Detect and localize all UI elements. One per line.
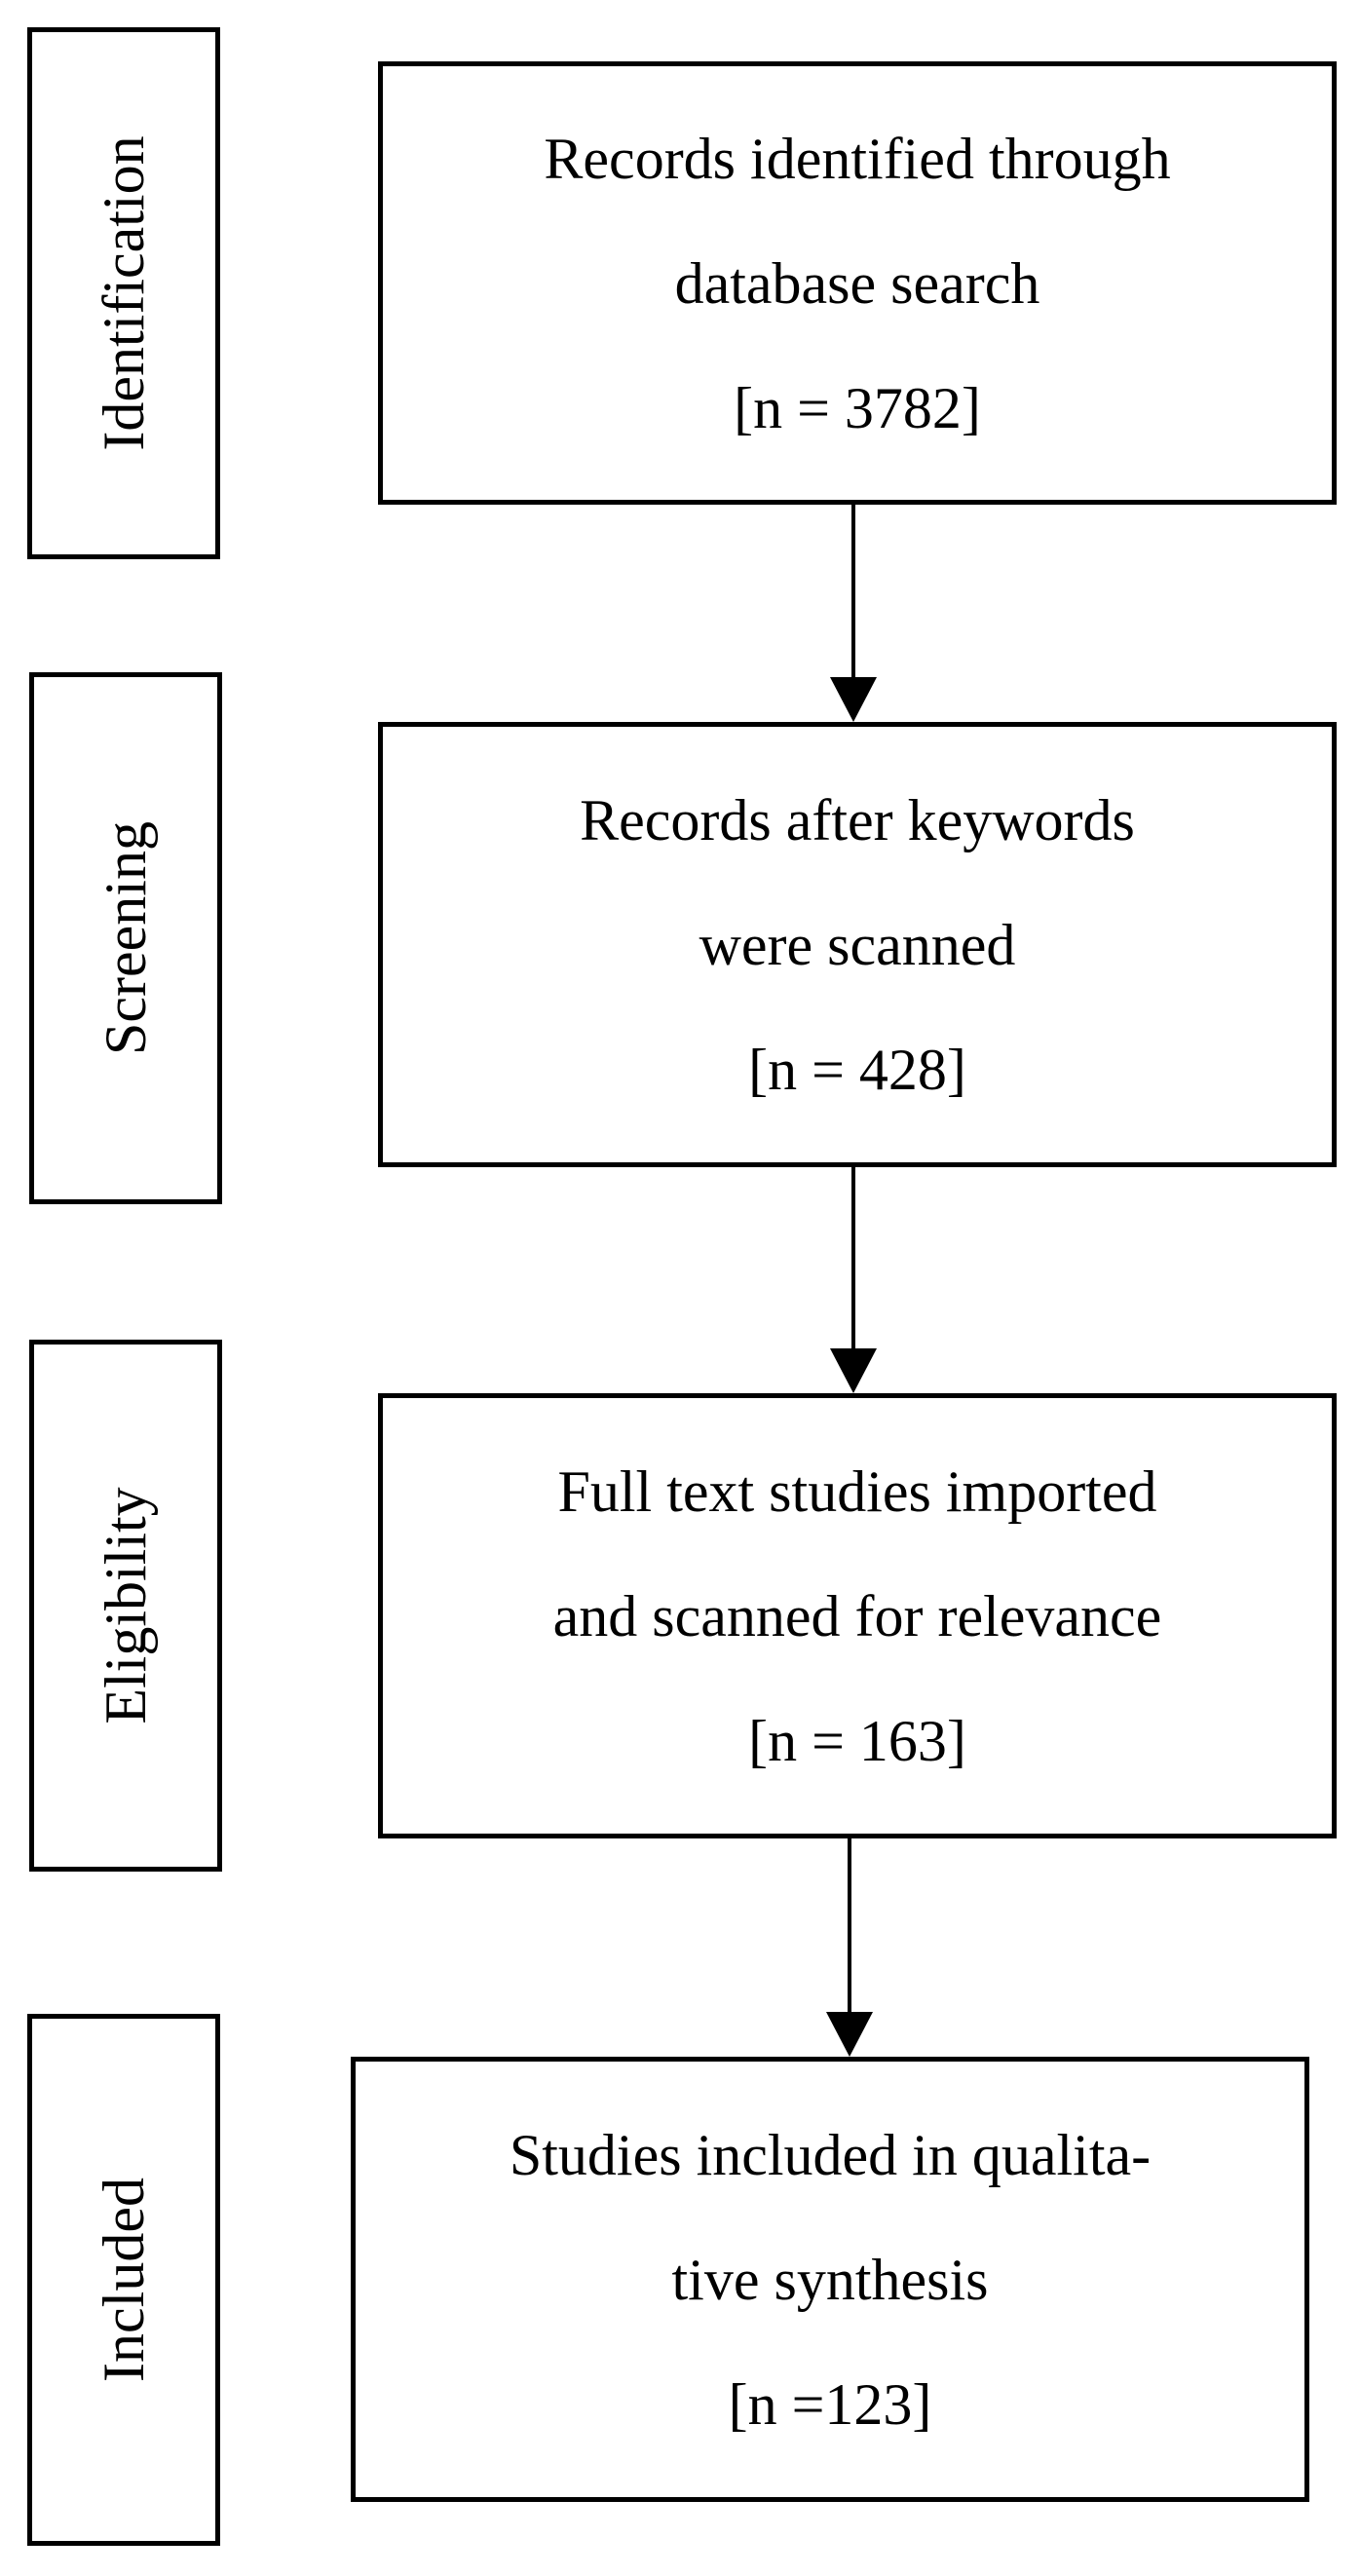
arrowhead-3 xyxy=(826,2012,873,2057)
box-studies-included-line-1: Studies included in qualita- xyxy=(509,2122,1152,2187)
box-records-identified-line-2: database search xyxy=(674,250,1040,316)
box-records-screened-count: [n = 428] xyxy=(748,1037,966,1102)
box-records-identified-line-1: Records identified through xyxy=(544,126,1171,191)
arrowhead-1 xyxy=(830,677,877,722)
box-studies-included: Studies included in qualita- tive synthe… xyxy=(351,2057,1309,2502)
stage-identification: Identification xyxy=(27,27,220,559)
box-full-text-eligible-line-2: and scanned for relevance xyxy=(552,1583,1162,1648)
box-records-screened-line-2: were scanned xyxy=(699,912,1016,977)
stage-included: Included xyxy=(27,2014,220,2546)
box-full-text-eligible-count: [n = 163] xyxy=(748,1708,966,1773)
box-records-screened: Records after keywords were scanned [n =… xyxy=(378,722,1337,1167)
box-records-screened-line-1: Records after keywords xyxy=(580,787,1135,852)
box-records-identified-count: [n = 3782] xyxy=(734,375,981,440)
box-studies-included-line-2: tive synthesis xyxy=(671,2247,989,2312)
box-records-identified: Records identified through database sear… xyxy=(378,61,1337,505)
stage-screening: Screening xyxy=(29,672,222,1204)
box-full-text-eligible: Full text studies imported and scanned f… xyxy=(378,1393,1337,1838)
arrowhead-2 xyxy=(830,1348,877,1393)
box-studies-included-count: [n =123] xyxy=(728,2371,932,2437)
stage-eligibility: Eligibility xyxy=(29,1340,222,1872)
box-full-text-eligible-line-1: Full text studies imported xyxy=(557,1458,1157,1524)
